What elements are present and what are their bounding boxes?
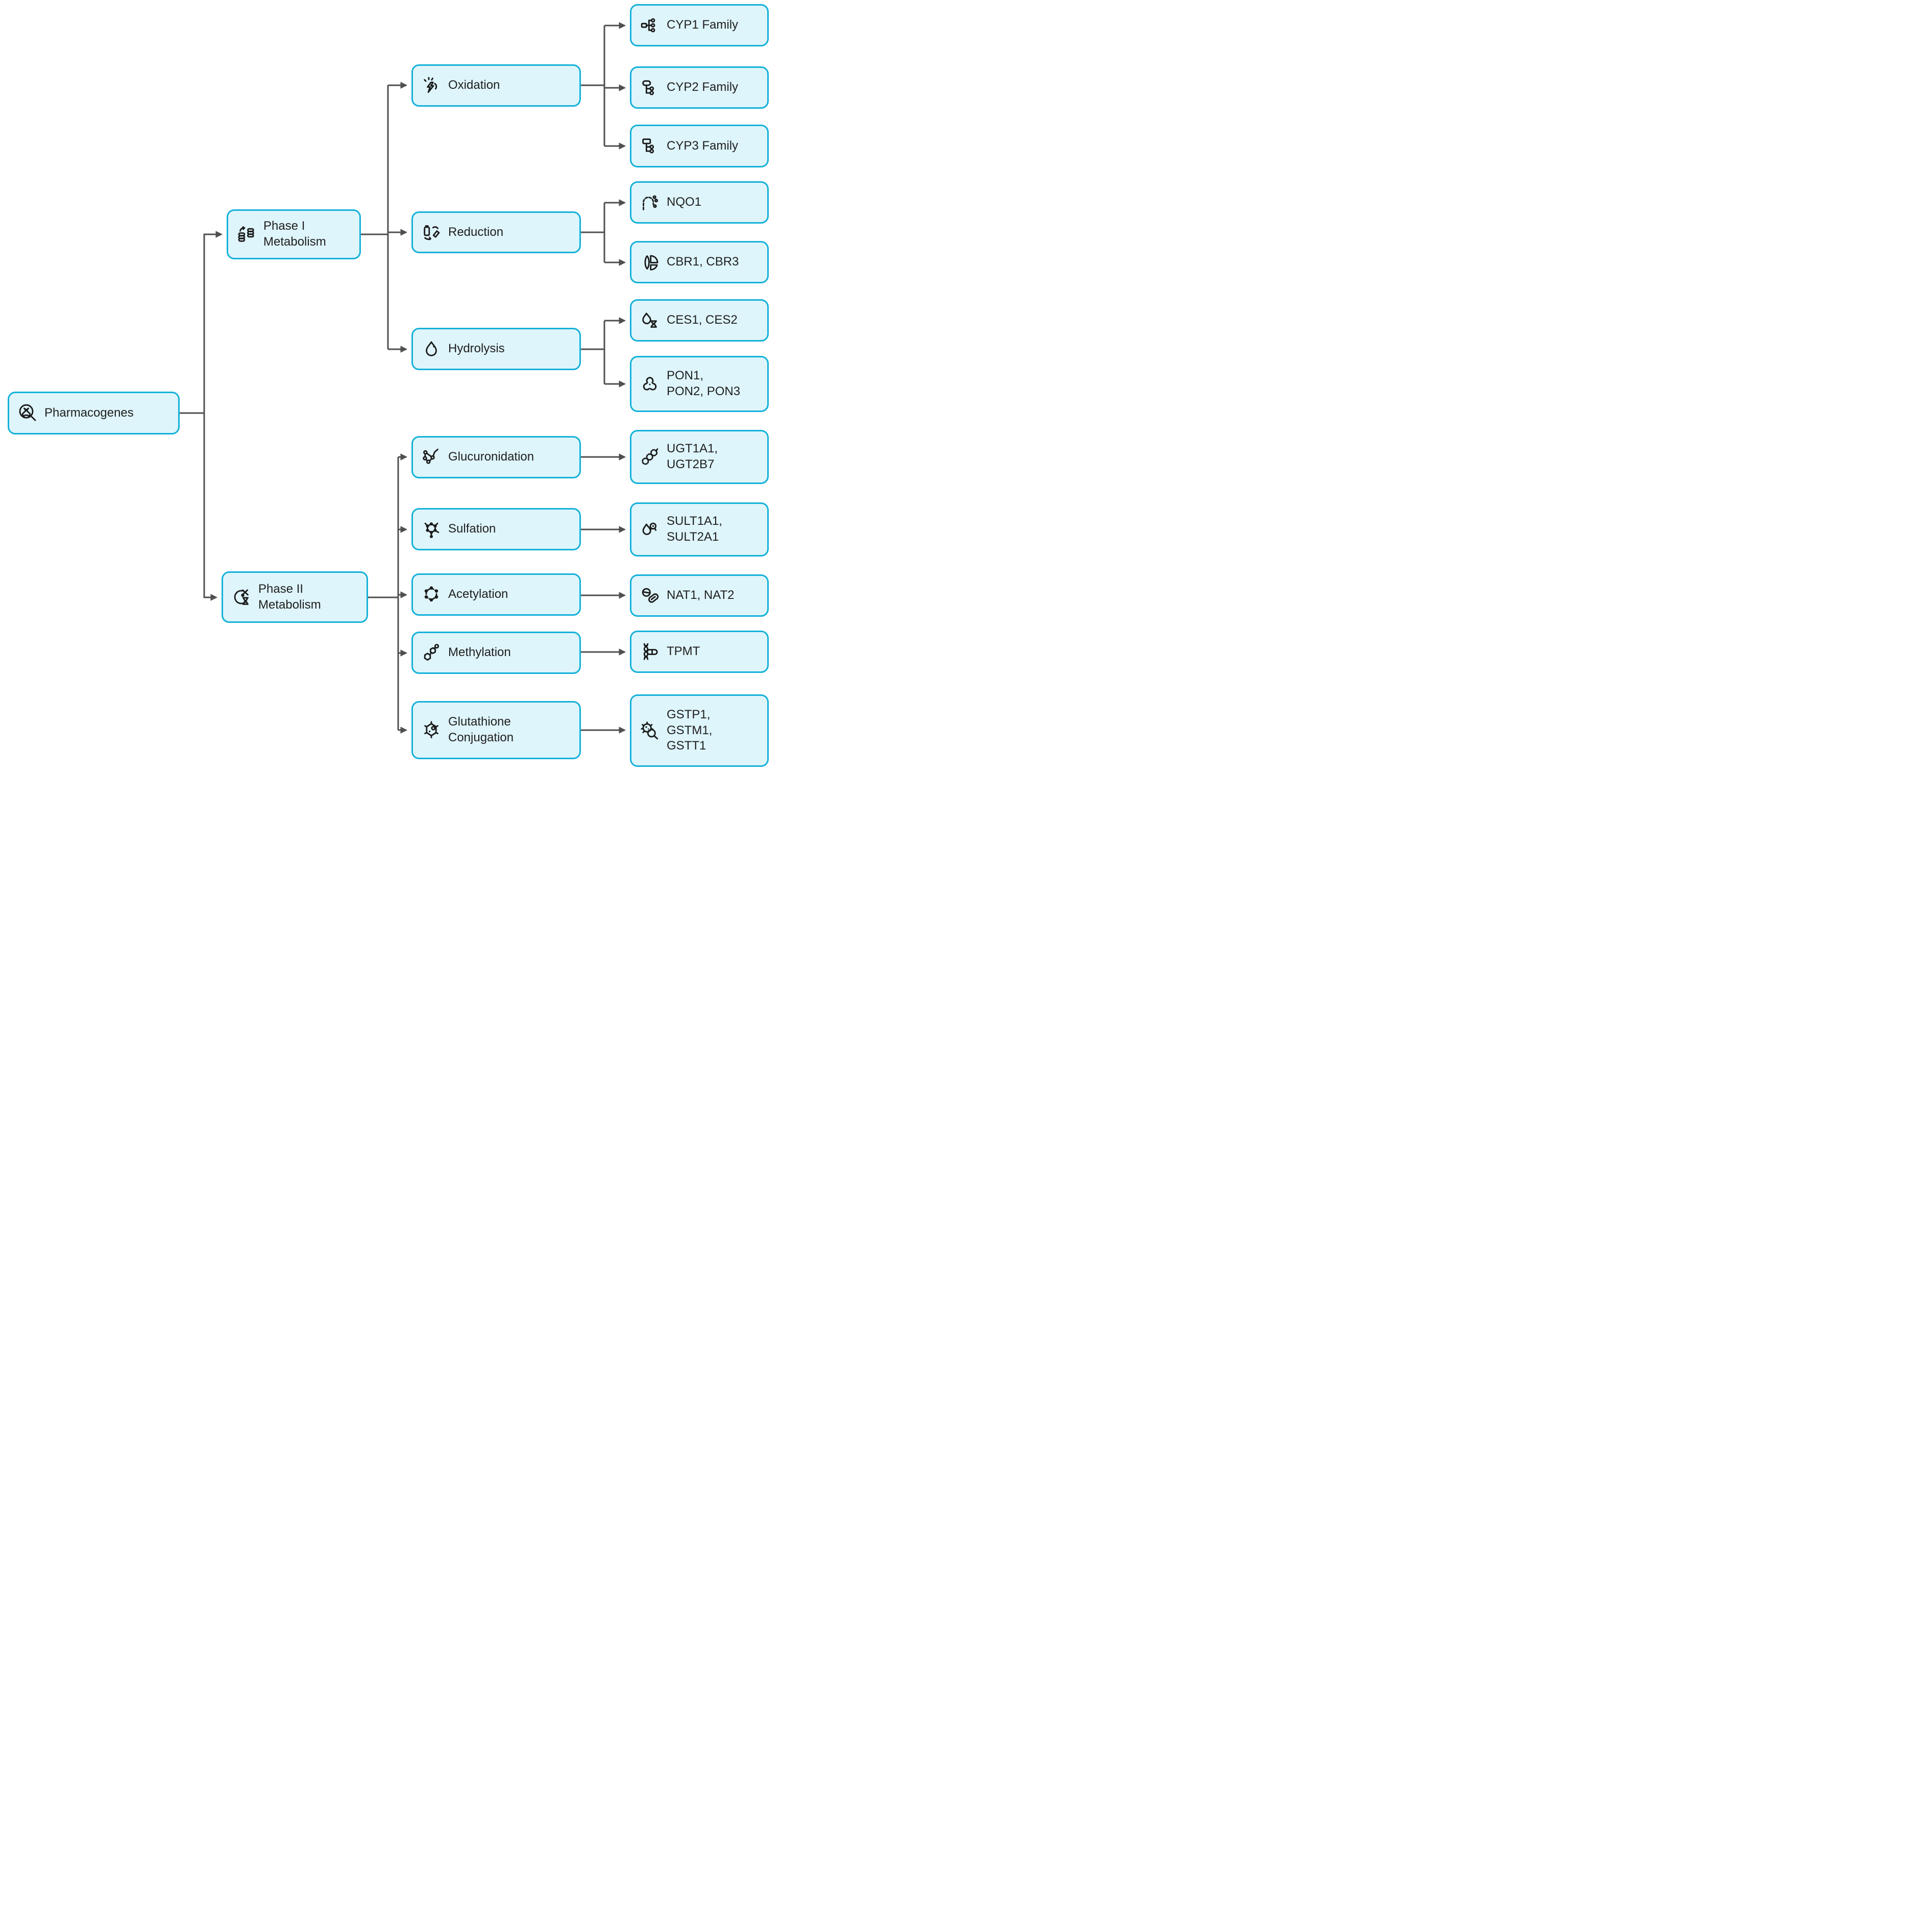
- node-acetylation: Acetylation: [411, 573, 581, 616]
- node-reduction: Reduction: [411, 211, 581, 253]
- node-label: UGT1A1, UGT2B7: [667, 442, 718, 471]
- node-label: CES1, CES2: [667, 313, 738, 327]
- node-cyp1-family: CYP1 Family: [630, 4, 769, 46]
- node-label: Oxidation: [448, 78, 500, 92]
- node-label: SULT1A1, SULT2A1: [667, 514, 722, 544]
- glucuronide-chain-icon: [640, 447, 660, 467]
- dna-search-icon: [17, 403, 38, 423]
- node-label: Methylation: [448, 645, 511, 660]
- node-label: PON1, PON2, PON3: [667, 369, 741, 398]
- segmented-circle-icon: [640, 252, 660, 273]
- water-droplet-icon: [421, 339, 442, 359]
- node-nat1-nat2: NAT1, NAT2: [630, 574, 769, 617]
- node-label: Glucuronidation: [448, 450, 534, 464]
- node-hydrolysis: Hydrolysis: [411, 328, 581, 370]
- biohazard-icon: [640, 374, 660, 394]
- node-label: Sulfation: [448, 522, 496, 536]
- node-label: Acetylation: [448, 587, 508, 601]
- node-tpmt: TPMT: [630, 631, 769, 673]
- spark-burst-icon: [421, 76, 442, 96]
- edge-root-phase1: [180, 231, 223, 414]
- node-cbr1-cbr3: CBR1, CBR3: [630, 241, 769, 283]
- hierarchy-two-box-icon: [640, 136, 660, 156]
- node-label: CYP2 Family: [667, 80, 739, 94]
- pills-icon: [640, 586, 660, 606]
- node-phase2-metabolism: Phase II Metabolism: [222, 571, 368, 623]
- pharmacogenes-diagram: Pharmacogenes Phase I Metabolism Phase I…: [0, 0, 771, 773]
- hierarchy-three-icon: [640, 15, 660, 36]
- droplet-dna-icon: [640, 310, 660, 331]
- node-label: TPMT: [667, 644, 700, 659]
- hierarchy-two-icon: [640, 78, 660, 98]
- molecule-network-icon: [421, 447, 442, 468]
- node-label: CBR1, CBR3: [667, 255, 739, 269]
- battery-cycle-icon: [421, 222, 442, 243]
- node-label: CYP3 Family: [667, 138, 739, 153]
- node-cyp3-family: CYP3 Family: [630, 125, 769, 167]
- node-glutathione-conjugation: Glutathione Conjugation: [411, 701, 581, 759]
- node-glucuronidation: Glucuronidation: [411, 436, 581, 478]
- node-label: Hydrolysis: [448, 342, 505, 356]
- node-cyp2-family: CYP2 Family: [630, 66, 769, 109]
- node-ugt1a1-ugt2b7: UGT1A1, UGT2B7: [630, 430, 769, 484]
- node-label: CYP1 Family: [667, 18, 739, 32]
- node-label: NAT1, NAT2: [667, 588, 735, 602]
- methyl-rings-icon: [421, 643, 442, 663]
- bead-chain-icon: [640, 192, 660, 213]
- hexagon-molecule-icon: [421, 720, 442, 740]
- node-label: Reduction: [448, 225, 504, 239]
- node-label: GSTP1, GSTM1, GSTT1: [667, 707, 713, 753]
- node-label: Phase II Metabolism: [258, 582, 321, 612]
- node-pharmacogenes: Pharmacogenes: [8, 392, 180, 434]
- node-gstp1-gstm1-gstt1: GSTP1, GSTM1, GSTT1: [630, 694, 769, 767]
- ring-molecule-icon: [421, 519, 442, 540]
- scissors-dna-icon: [231, 587, 252, 608]
- pill-stack-cycle-icon: [236, 224, 257, 245]
- node-sult1a1-sult2a1: SULT1A1, SULT2A1: [630, 502, 769, 557]
- node-ces1-ces2: CES1, CES2: [630, 299, 769, 342]
- carbon-ring-icon: [421, 585, 442, 605]
- node-label: Pharmacogenes: [44, 405, 134, 420]
- microbe-search-icon: [640, 720, 660, 741]
- dna-capsule-icon: [640, 642, 660, 662]
- node-pon1-pon2-pon3: PON1, PON2, PON3: [630, 356, 769, 412]
- node-label: Glutathione Conjugation: [448, 715, 514, 744]
- node-label: Phase I Metabolism: [263, 219, 326, 249]
- node-phase1-metabolism: Phase I Metabolism: [227, 209, 361, 259]
- edge-root-phase2: [203, 413, 218, 601]
- node-sulfation: Sulfation: [411, 508, 581, 550]
- node-methylation: Methylation: [411, 632, 581, 674]
- node-label: NQO1: [667, 195, 702, 209]
- node-oxidation: Oxidation: [411, 64, 581, 107]
- node-nqo1: NQO1: [630, 181, 769, 224]
- droplet-sulfo-icon: [640, 519, 660, 540]
